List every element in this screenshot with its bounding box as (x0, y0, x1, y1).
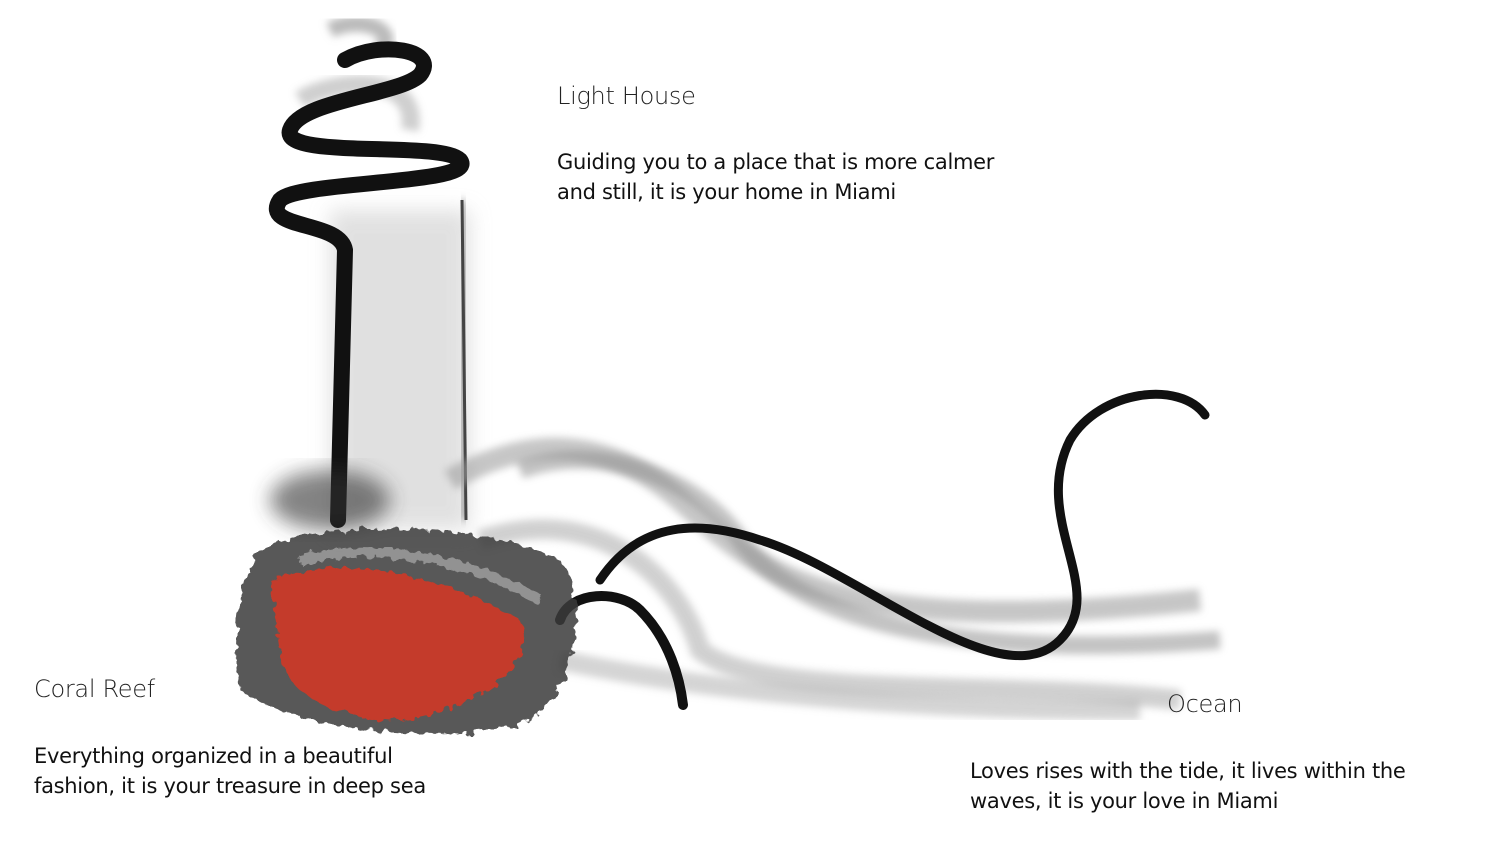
coral-reef-description-line-2: fashion, it is your treasure in deep sea (34, 774, 426, 798)
ocean-waves-drawing (444, 389, 1221, 720)
lighthouse-drawing (269, 15, 470, 530)
ocean-description-line-1: Loves rises with the tide, it lives with… (970, 759, 1406, 783)
lighthouse-description-line-2: and still, it is your home in Miami (557, 180, 896, 204)
ocean-title: Ocean (1167, 690, 1243, 718)
lighthouse-description-line-1: Guiding you to a place that is more calm… (557, 150, 995, 174)
lighthouse-title: Light House (557, 82, 696, 110)
ocean-description-line-2: waves, it is your love in Miami (970, 789, 1279, 813)
coral-reef-drawing (236, 470, 577, 734)
coral-reef-title: Coral Reef (34, 675, 155, 703)
coral-reef-description-line-1: Everything organized in a beautiful (34, 744, 393, 768)
